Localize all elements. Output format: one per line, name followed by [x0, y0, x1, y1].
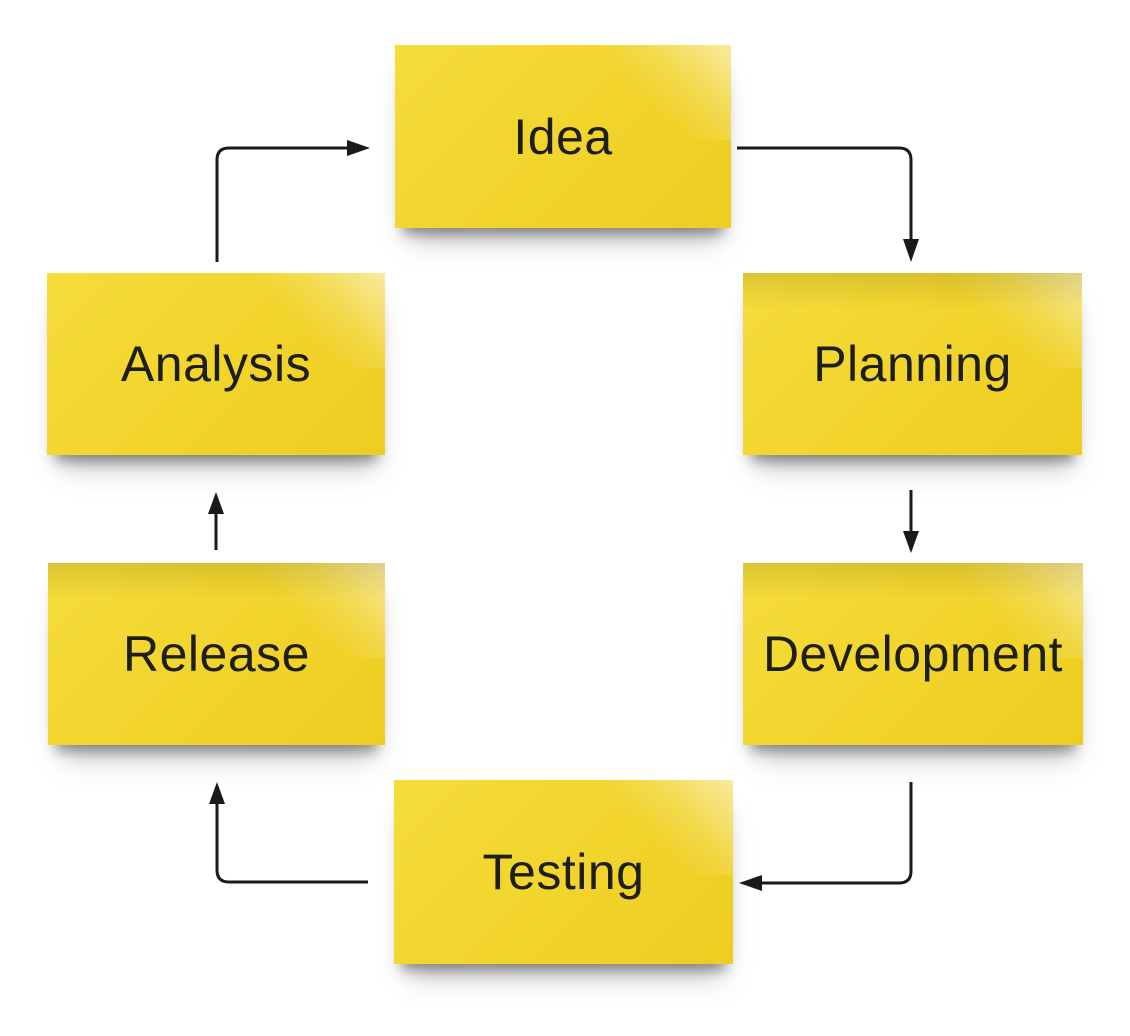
arrow-idea-to-planning [737, 146, 919, 262]
arrowhead-down-icon [903, 239, 919, 262]
note-testing: Testing [394, 780, 733, 964]
note-planning: Planning [743, 273, 1082, 455]
note-analysis-label: Analysis [120, 336, 312, 392]
arrowhead-right-icon [347, 140, 370, 156]
note-analysis: Analysis [47, 273, 385, 455]
arrow-release-to-analysis [208, 492, 224, 550]
arrowhead-down-icon [903, 531, 919, 553]
arrowhead-up-icon [209, 782, 225, 804]
arrow-planning-to-development [903, 490, 919, 553]
arrow-testing-to-release [209, 782, 368, 884]
note-development-label: Development [762, 626, 1064, 682]
note-release-label: Release [123, 626, 310, 682]
arrowhead-up-icon [208, 492, 224, 514]
arrow-development-to-testing [739, 782, 913, 891]
arrow-analysis-to-idea [215, 140, 370, 262]
note-idea: Idea [395, 45, 731, 228]
note-planning-label: Planning [813, 336, 1012, 392]
note-release: Release [48, 563, 385, 745]
arrowhead-left-icon [739, 875, 762, 891]
note-testing-label: Testing [482, 844, 645, 900]
note-idea-label: Idea [513, 108, 613, 165]
note-development: Development [743, 563, 1083, 745]
